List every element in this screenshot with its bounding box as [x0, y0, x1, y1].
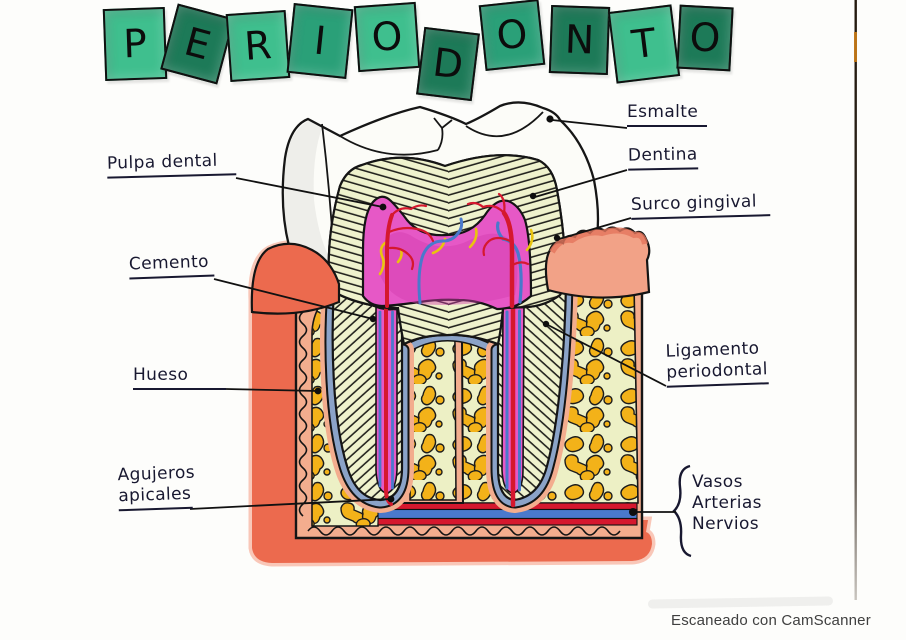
bone-squiggle-borders: [298, 299, 621, 536]
brace-icon: [672, 464, 692, 558]
label-text: apicales: [117, 483, 192, 507]
label-text: Cemento: [128, 251, 210, 275]
label-pulpa-dental: Pulpa dental: [106, 150, 237, 179]
label-text: Dentina: [627, 144, 698, 166]
label-dentina: Dentina: [627, 144, 699, 171]
title-tile-n: N: [548, 4, 611, 76]
tile-letter: E: [179, 19, 216, 69]
tile-letter: R: [242, 22, 274, 70]
pointer-lines: [189, 119, 676, 513]
label-text: Arterias: [692, 493, 762, 513]
label-text: periodontal: [665, 359, 769, 383]
label-text: Vasos: [692, 472, 743, 492]
title-tile-o3: O: [676, 4, 734, 72]
tile-letter: P: [122, 21, 148, 67]
label-text: Esmalte: [627, 102, 699, 122]
label-surco-gingival: Surco gingival: [630, 191, 771, 220]
label-vasos-arterias-nervios: Vasos Arterias Nervios: [692, 472, 762, 535]
label-ligamento-periodontal: Ligamento periodontal: [665, 338, 769, 388]
label-text: Surco gingival: [630, 191, 758, 215]
label-esmalte: Esmalte: [627, 102, 707, 127]
pulp-arteries: [385, 192, 530, 309]
label-agujeros-apicales: Agujeros apicales: [117, 462, 196, 512]
label-text: Agujeros: [117, 462, 196, 486]
title-tile-d: D: [416, 26, 480, 102]
camscanner-credit: Escaneado con CamScanner: [671, 612, 871, 629]
tile-letter: D: [430, 39, 466, 89]
pulp-nerves: [378, 227, 534, 276]
tile-letter: I: [311, 18, 329, 64]
gingival-crest-left: [250, 242, 341, 315]
tile-letter: N: [564, 17, 595, 63]
label-cemento: Cemento: [128, 251, 215, 280]
title-tile-p: P: [102, 6, 168, 82]
scan-edge-artifact: [854, 0, 857, 600]
title-tile-i: I: [286, 3, 354, 79]
label-text: Nervios: [692, 514, 760, 534]
title-tile-o2: O: [478, 0, 546, 71]
gingival-crest-right: [544, 226, 651, 299]
tile-letter: O: [494, 11, 530, 59]
anchor-dots: [314, 115, 637, 516]
label-text: Pulpa dental: [106, 150, 218, 174]
canal-vessels: [378, 306, 521, 508]
tile-letter: O: [370, 13, 404, 61]
title-tile-r: R: [225, 9, 291, 83]
label-hueso: Hueso: [133, 365, 226, 390]
tile-letter: T: [629, 20, 659, 68]
title-tile-t: T: [607, 4, 681, 84]
tile-letter: O: [688, 14, 722, 62]
title-tile-o1: O: [353, 1, 421, 73]
label-text: Hueso: [133, 365, 189, 385]
